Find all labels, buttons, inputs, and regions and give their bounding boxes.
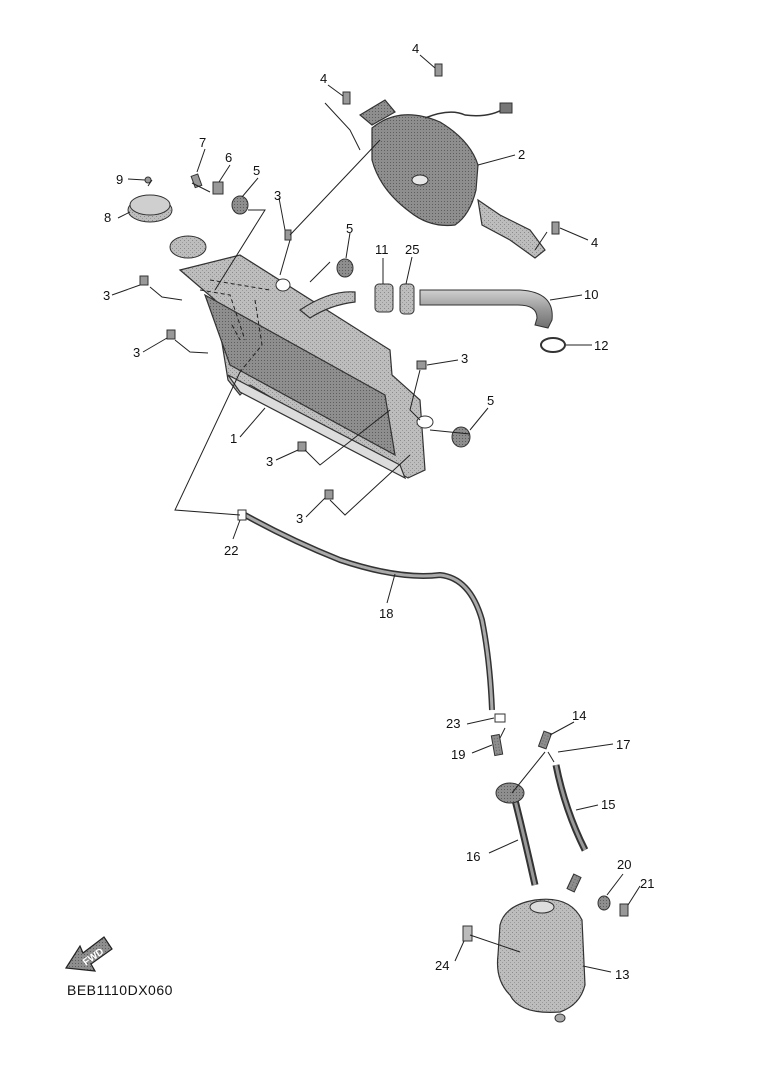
callout-4-b: 4 xyxy=(412,41,419,56)
clamp-12 xyxy=(540,337,566,353)
diagram-code: BEB1110DX060 xyxy=(67,982,173,998)
callout-22: 22 xyxy=(224,543,238,558)
callout-4-c: 4 xyxy=(591,235,598,250)
upper-hose xyxy=(419,289,553,329)
callout-3-e: 3 xyxy=(266,454,273,469)
callout-8: 8 xyxy=(104,210,111,225)
radiator xyxy=(169,235,434,480)
callout-24: 24 xyxy=(435,958,449,973)
callout-16: 16 xyxy=(466,849,480,864)
callout-10: 10 xyxy=(584,287,598,302)
grommet-5a xyxy=(231,195,249,215)
callout-21: 21 xyxy=(640,876,654,891)
overflow-hose xyxy=(243,512,495,711)
fwd-arrow-icon: FWD xyxy=(64,936,113,972)
callout-15: 15 xyxy=(601,797,615,812)
callout-5-b: 5 xyxy=(346,221,353,236)
callout-25: 25 xyxy=(405,242,419,257)
assembly-lines xyxy=(147,102,555,953)
part-6-collar xyxy=(212,181,224,195)
radiator-cap xyxy=(127,194,173,223)
callout-14: 14 xyxy=(572,708,586,723)
callout-18: 18 xyxy=(379,606,393,621)
callout-9: 9 xyxy=(116,172,123,187)
grommet-5c xyxy=(451,426,471,448)
clamp-11 xyxy=(374,283,394,313)
joint-14 xyxy=(537,730,553,750)
callout-1: 1 xyxy=(230,431,237,446)
callout-6: 6 xyxy=(225,150,232,165)
callout-numbers: 1 2 3 3 3 3 3 3 4 4 4 5 5 5 6 7 8 9 10 1… xyxy=(103,41,654,982)
callout-3-b: 3 xyxy=(133,345,140,360)
callout-5-c: 5 xyxy=(487,393,494,408)
reservoir-tank xyxy=(496,873,586,1023)
joint-19 xyxy=(490,733,504,757)
callout-3-f: 3 xyxy=(296,511,303,526)
fitting-24 xyxy=(462,925,473,942)
hose-15 xyxy=(552,764,589,852)
bolts-4 xyxy=(342,63,560,235)
clamp-25 xyxy=(399,283,415,315)
callout-17: 17 xyxy=(616,737,630,752)
grommet-16 xyxy=(495,782,525,804)
callout-11: 11 xyxy=(375,242,389,257)
callout-2: 2 xyxy=(518,147,525,162)
callout-5-a: 5 xyxy=(253,163,260,178)
callout-12: 12 xyxy=(594,338,608,353)
callout-leaders xyxy=(111,54,641,973)
callout-13: 13 xyxy=(615,967,629,982)
clip-23 xyxy=(494,713,506,723)
callout-4-a: 4 xyxy=(320,71,327,86)
callout-20: 20 xyxy=(617,857,631,872)
callout-3-d: 3 xyxy=(461,351,468,366)
bolt-21 xyxy=(619,903,629,917)
callout-19: 19 xyxy=(451,747,465,762)
callout-3-c: 3 xyxy=(274,188,281,203)
callout-3-a: 3 xyxy=(103,288,110,303)
washer-20 xyxy=(597,895,611,911)
callout-23: 23 xyxy=(446,716,460,731)
clip-nuts xyxy=(139,229,427,500)
grommet-5b xyxy=(336,258,354,278)
fan-shroud xyxy=(358,99,546,259)
callout-7: 7 xyxy=(199,135,206,150)
